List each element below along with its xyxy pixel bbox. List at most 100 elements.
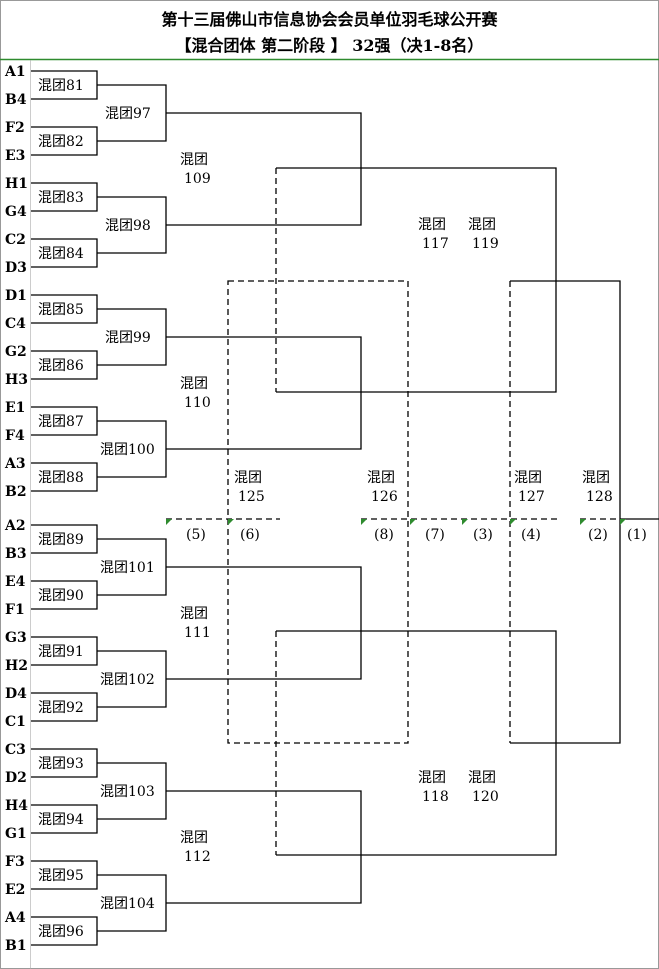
seed-label: D2 [5,770,27,786]
cell-marker [580,519,586,525]
round3-match-label: 混团 [180,830,208,846]
seed-label: E2 [5,882,25,898]
seed-label: H4 [5,798,28,814]
seed-label: A4 [4,910,26,926]
round1-match-label: 混团89 [38,532,84,548]
seed-label: E1 [5,400,25,416]
placement-label: (6) [240,527,260,543]
round3-bracket [166,566,362,680]
seed-label: C4 [5,316,26,332]
seed-label: H3 [5,372,28,388]
semifinal-number: 117 [422,236,449,252]
seed-label: B2 [5,484,27,500]
cell-marker [228,519,234,525]
round1-match-label: 混团83 [38,190,84,206]
final-match-label: 混团 [367,470,395,486]
semifinal-label: 混团 [418,770,446,786]
round2-match-label: 混团104 [100,896,155,912]
seed-label: G3 [5,630,27,646]
round3-match-number: 112 [184,849,211,865]
placement-label: (2) [588,527,608,543]
seed-label: D1 [5,288,27,304]
semifinal-117-bracket [276,167,557,393]
seed-label: A3 [4,456,26,472]
final-match-label: 混团 [234,470,262,486]
round3-match-number: 110 [184,395,211,411]
seed-label: C3 [5,742,26,758]
placement-label: (3) [473,527,493,543]
round3-bracket [166,790,362,904]
round2-match-label: 混团101 [100,560,155,576]
final-match-number: 127 [518,489,545,505]
semifinal-number: 118 [422,789,449,805]
seed-label: B3 [5,546,27,562]
cell-marker [620,519,626,525]
final-match-label: 混团 [582,470,610,486]
seed-label: C1 [5,714,26,730]
seed-label: F2 [5,120,25,136]
semifinal-number: 119 [472,236,499,252]
seed-label: B1 [5,938,27,954]
cell-marker [462,519,468,525]
seed-label: E4 [5,574,26,590]
round1-match-label: 混团88 [38,470,84,486]
seed-label: G4 [5,204,27,220]
cell-marker [510,519,516,525]
semifinal-label: 混团 [418,217,446,233]
round1-match-label: 混团86 [38,358,84,374]
seed-label: F3 [5,854,25,870]
round2-match-label: 混团99 [105,330,151,346]
placement-label: (1) [627,527,647,543]
round1-match-label: 混团84 [38,246,84,262]
round3-match-number: 111 [184,625,211,641]
placement-label: (4) [521,527,541,543]
seed-label: B4 [5,92,27,108]
title-line-1: 第十三届佛山市信息协会会员单位羽毛球公开赛 [161,10,498,29]
final-match-number: 126 [371,489,398,505]
cell-marker [361,519,367,525]
round1-match-label: 混团95 [38,868,84,884]
placement-box-left [227,280,409,744]
round2-match-label: 混团102 [100,672,155,688]
round1-match-label: 混团96 [38,924,84,940]
final-match-number: 128 [586,489,613,505]
seed-label: D4 [5,686,27,702]
seed-label: G1 [5,826,27,842]
round2-match-label: 混团100 [100,442,155,458]
round1-match-label: 混团92 [38,700,84,716]
seed-label: D3 [5,260,27,276]
seed-label: H2 [5,658,28,674]
seed-label: A1 [4,64,26,80]
round3-match-label: 混团 [180,376,208,392]
round3-bracket [166,336,362,450]
seed-label: G2 [5,344,27,360]
cell-marker [166,519,172,525]
round1-match-label: 混团94 [38,812,84,828]
final-match-label: 混团 [514,470,542,486]
round1-match-label: 混团91 [38,644,84,660]
title-line-2: 【混合团体 第二阶段 】 32强（决1-8名） [175,36,484,55]
round3-bracket [166,112,362,226]
round1-match-label: 混团90 [38,588,84,604]
round1-match-label: 混团87 [38,414,84,430]
final-bracket [510,280,621,744]
round3-match-number: 109 [184,171,211,187]
seed-label: E3 [5,148,25,164]
placement-label: (8) [374,527,394,543]
round2-match-label: 混团103 [100,784,155,800]
semifinal-number: 120 [472,789,499,805]
placement-label: (5) [186,527,206,543]
seed-label: C2 [5,232,26,248]
round1-match-label: 混团81 [38,78,84,94]
round3-match-label: 混团 [180,606,208,622]
final-match-number: 125 [238,489,265,505]
round2-match-label: 混团98 [105,218,151,234]
seed-label: F4 [5,428,25,444]
round1-match-label: 混团93 [38,756,84,772]
placement-label: (7) [425,527,445,543]
seed-label: A2 [4,518,26,534]
semifinal-label: 混团 [468,770,496,786]
seed-label: H1 [5,176,28,192]
